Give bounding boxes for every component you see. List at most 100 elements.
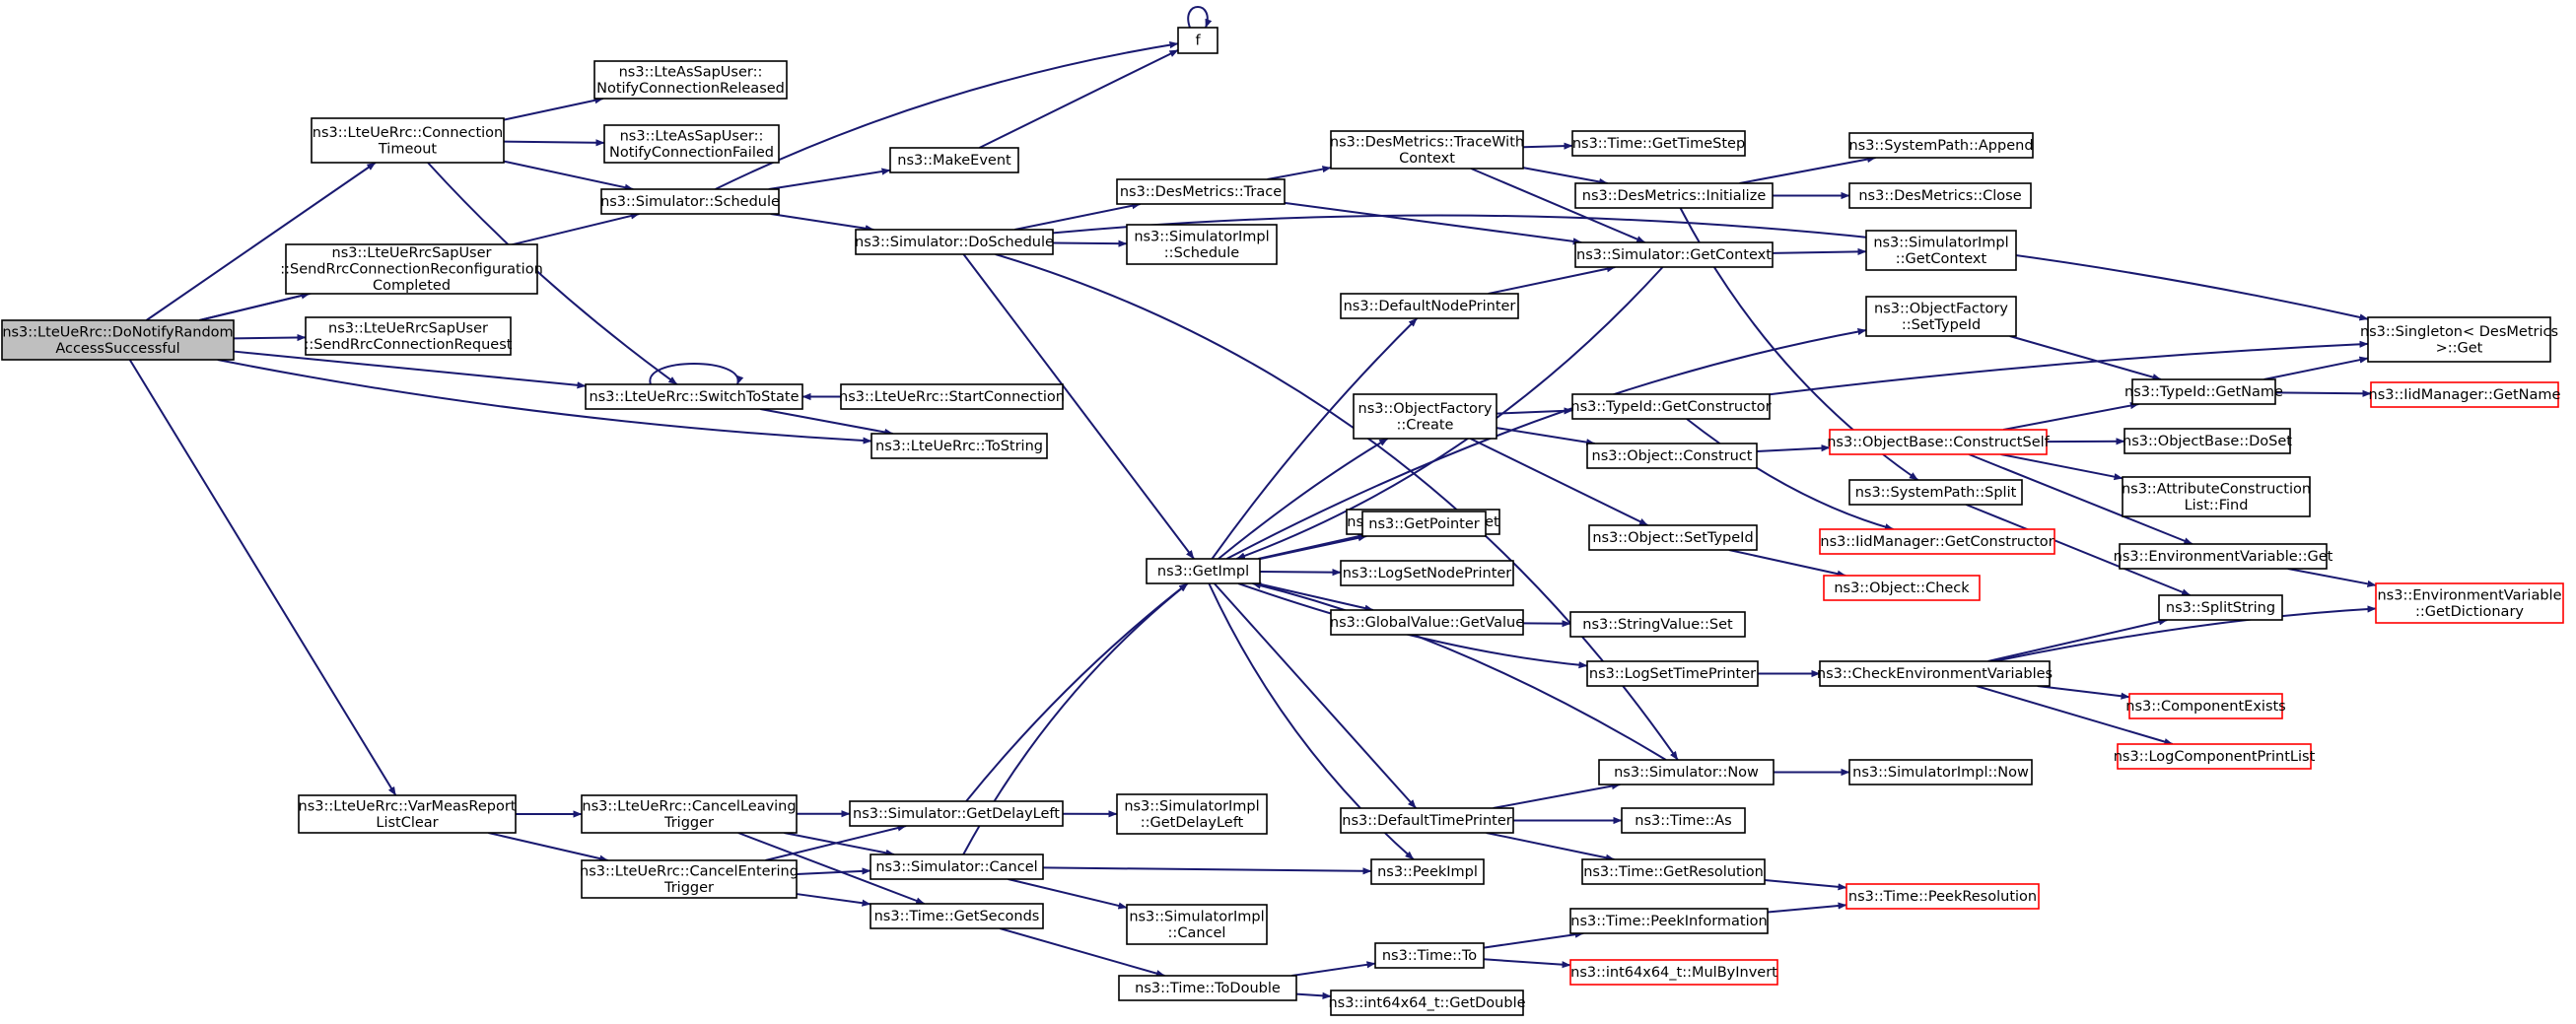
- node-schedule[interactable]: ns3::Simulator::Schedule: [600, 188, 780, 215]
- node-timeAs[interactable]: ns3::Time::As: [1621, 807, 1746, 834]
- node-getImpl[interactable]: ns3::GetImpl: [1146, 558, 1261, 584]
- node-pathAppend[interactable]: ns3::SystemPath::Append: [1848, 132, 2034, 159]
- node-objectSetTypeId[interactable]: ns3::Object::SetTypeId: [1588, 524, 1758, 551]
- node-peekImpl[interactable]: ns3::PeekImpl: [1370, 858, 1485, 885]
- node-label: ::SetTypeId: [1902, 317, 1981, 333]
- node-label: ns3::GlobalValue::GetValue: [1330, 615, 1524, 631]
- node-getDouble[interactable]: ns3::int64x64_t::GetDouble: [1328, 990, 1526, 1016]
- node-label: ::GetDictionary: [2415, 604, 2524, 620]
- node-box: [1574, 241, 1774, 268]
- node-label: ns3::DesMetrics::Trace: [1120, 184, 1282, 200]
- node-peekInformation[interactable]: ns3::Time::PeekInformation: [1569, 908, 1769, 934]
- edge-objectSetTypeId-to-objectCheck: [1728, 549, 1846, 578]
- node-toString[interactable]: ns3::LteUeRrc::ToString: [870, 433, 1048, 459]
- node-simImplNow[interactable]: ns3::SimulatorImpl::Now: [1848, 759, 2033, 785]
- node-typeIdGetName[interactable]: ns3::TypeId::GetName: [2124, 378, 2283, 405]
- node-iidGetName[interactable]: ns3::IidManager::GetName: [2369, 381, 2561, 408]
- node-simImplGetDelayLeft[interactable]: ns3::SimulatorImpl::GetDelayLeft: [1116, 793, 1268, 835]
- node-box: [285, 243, 538, 295]
- node-box: [1330, 990, 1524, 1016]
- node-doSchedule[interactable]: ns3::Simulator::DoSchedule: [855, 229, 1054, 255]
- node-getConstructor[interactable]: ns3::TypeId::GetConstructor: [1570, 393, 1772, 420]
- node-desTrace[interactable]: ns3::DesMetrics::Trace: [1116, 178, 1286, 205]
- node-getDelayLeft[interactable]: ns3::Simulator::GetDelayLeft: [849, 800, 1064, 827]
- node-timeTo[interactable]: ns3::Time::To: [1374, 942, 1485, 969]
- node-desInitialize[interactable]: ns3::DesMetrics::Initialize: [1574, 182, 1774, 209]
- edge-switchToState-to-switchToState: [649, 363, 744, 385]
- node-desClose[interactable]: ns3::DesMetrics::Close: [1848, 182, 2032, 209]
- node-label: ns3::Time::PeekResolution: [1848, 889, 2037, 905]
- node-pathSplit[interactable]: ns3::SystemPath::Split: [1848, 479, 2023, 506]
- node-label: ns3::ObjectBase::ConstructSelf: [1827, 435, 2050, 450]
- node-logComponentPrintList[interactable]: ns3::LogComponentPrintList: [2114, 743, 2316, 770]
- node-makeEvent[interactable]: ns3::MakeEvent: [889, 147, 1019, 173]
- node-simNow[interactable]: ns3::Simulator::Now: [1598, 759, 1775, 785]
- node-startConnection[interactable]: ns3::LteUeRrc::StartConnection: [839, 383, 1065, 410]
- node-getPointer[interactable]: ns3::GetPointer: [1361, 511, 1487, 537]
- node-singletonGet[interactable]: ns3::Singleton< DesMetrics>::Get: [2360, 316, 2558, 363]
- node-componentExists[interactable]: ns3::ComponentExists: [2125, 693, 2286, 719]
- node-defaultTimePrinter[interactable]: ns3::DefaultTimePrinter: [1340, 807, 1514, 834]
- node-envGetDictionary[interactable]: ns3::EnvironmentVariable::GetDictionary: [2375, 582, 2564, 624]
- node-label: ::Create: [1397, 417, 1454, 433]
- node-simImplGetContext[interactable]: ns3::SimulatorImpl::GetContext: [1865, 230, 2017, 271]
- node-box: [1571, 393, 1771, 420]
- node-sendRequest[interactable]: ns3::LteUeRrcSapUser::SendRrcConnectionR…: [305, 316, 513, 356]
- node-factoryCreate[interactable]: ns3::ObjectFactory::Create: [1353, 393, 1497, 440]
- edge-defaultTimePrinter-to-getResolution: [1486, 832, 1615, 861]
- node-constructSelf[interactable]: ns3::ObjectBase::ConstructSelf: [1827, 429, 2051, 455]
- edge-envGet-to-envGetDictionary: [2287, 568, 2377, 587]
- node-splitString[interactable]: ns3::SplitString: [2158, 594, 2283, 621]
- node-label: List::Find: [2185, 498, 2249, 513]
- edge-cancelEntering-to-getSeconds: [796, 893, 871, 907]
- node-iidGetConstructor[interactable]: ns3::IidManager::GetConstructor: [1819, 528, 2055, 555]
- node-stringValueSet[interactable]: ns3::StringValue::Set: [1569, 611, 1746, 638]
- node-label: ns3::ObjectFactory: [1874, 301, 2008, 316]
- node-doSet[interactable]: ns3::ObjectBase::DoSet: [2123, 428, 2292, 454]
- node-box: [870, 853, 1044, 880]
- node-checkEnvVars[interactable]: ns3::CheckEnvironmentVariables: [1817, 660, 2053, 687]
- node-label: ns3::LogSetNodePrinter: [1343, 566, 1512, 581]
- node-label: ns3::GetImpl: [1157, 564, 1249, 580]
- node-getSeconds[interactable]: ns3::Time::GetSeconds: [870, 903, 1044, 929]
- node-notifyFailed[interactable]: ns3::LteAsSapUser::NotifyConnectionFaile…: [603, 124, 780, 164]
- edge-getDelayLeft-to-getImpl: [965, 582, 1189, 802]
- edge-doSchedule-to-simNow: [995, 253, 1679, 761]
- node-toDouble[interactable]: ns3::Time::ToDouble: [1118, 975, 1297, 1001]
- node-root[interactable]: ns3::LteUeRrc::DoNotifyRandomAccessSucce…: [1, 319, 235, 361]
- node-envGet[interactable]: ns3::EnvironmentVariable::Get: [2114, 543, 2333, 570]
- node-simImplCancel[interactable]: ns3::SimulatorImpl::Cancel: [1126, 904, 1268, 945]
- node-logSetNodePrinter[interactable]: ns3::LogSetNodePrinter: [1340, 560, 1514, 586]
- node-f[interactable]: f: [1177, 27, 1218, 54]
- node-box: [1819, 660, 2051, 687]
- node-mulByInvert[interactable]: ns3::int64x64_t::MulByInvert: [1569, 959, 1778, 986]
- node-objectCheck[interactable]: ns3::Object::Check: [1823, 575, 1981, 601]
- node-label: ns3::LteUeRrc::ToString: [875, 439, 1043, 454]
- node-simCancel[interactable]: ns3::Simulator::Cancel: [870, 853, 1044, 880]
- node-box: [849, 800, 1064, 827]
- node-objectConstruct[interactable]: ns3::Object::Construct: [1586, 443, 1758, 469]
- node-peekResolution[interactable]: ns3::Time::PeekResolution: [1845, 883, 2040, 910]
- node-notifyReleased[interactable]: ns3::LteAsSapUser::NotifyConnectionRelea…: [593, 60, 788, 100]
- node-getContext[interactable]: ns3::Simulator::GetContext: [1574, 241, 1774, 268]
- node-logSetTimePrinter[interactable]: ns3::LogSetTimePrinter: [1586, 660, 1759, 687]
- node-defaultNodePrinter[interactable]: ns3::DefaultNodePrinter: [1340, 293, 1519, 319]
- node-simImplSchedule[interactable]: ns3::SimulatorImpl::Schedule: [1126, 224, 1278, 265]
- node-box: [2158, 594, 2283, 621]
- node-box: [311, 117, 505, 164]
- node-globalGetValue[interactable]: ns3::GlobalValue::GetValue: [1330, 609, 1524, 636]
- edge-factoryCreate-to-objectConstruct: [1496, 427, 1596, 446]
- edge-doSchedule-to-singletonGet: [1052, 214, 2369, 321]
- node-setTypeIdFactory[interactable]: ns3::ObjectFactory::SetTypeId: [1865, 296, 2017, 337]
- node-switchToState[interactable]: ns3::LteUeRrc::SwitchToState: [585, 383, 803, 410]
- node-sendReconfig[interactable]: ns3::LteUeRrcSapUser::SendRrcConnectionR…: [280, 243, 543, 295]
- node-box: [593, 60, 788, 100]
- node-getTimeStep[interactable]: ns3::Time::GetTimeStep: [1571, 130, 1746, 157]
- node-getResolution[interactable]: ns3::Time::GetResolution: [1581, 858, 1766, 885]
